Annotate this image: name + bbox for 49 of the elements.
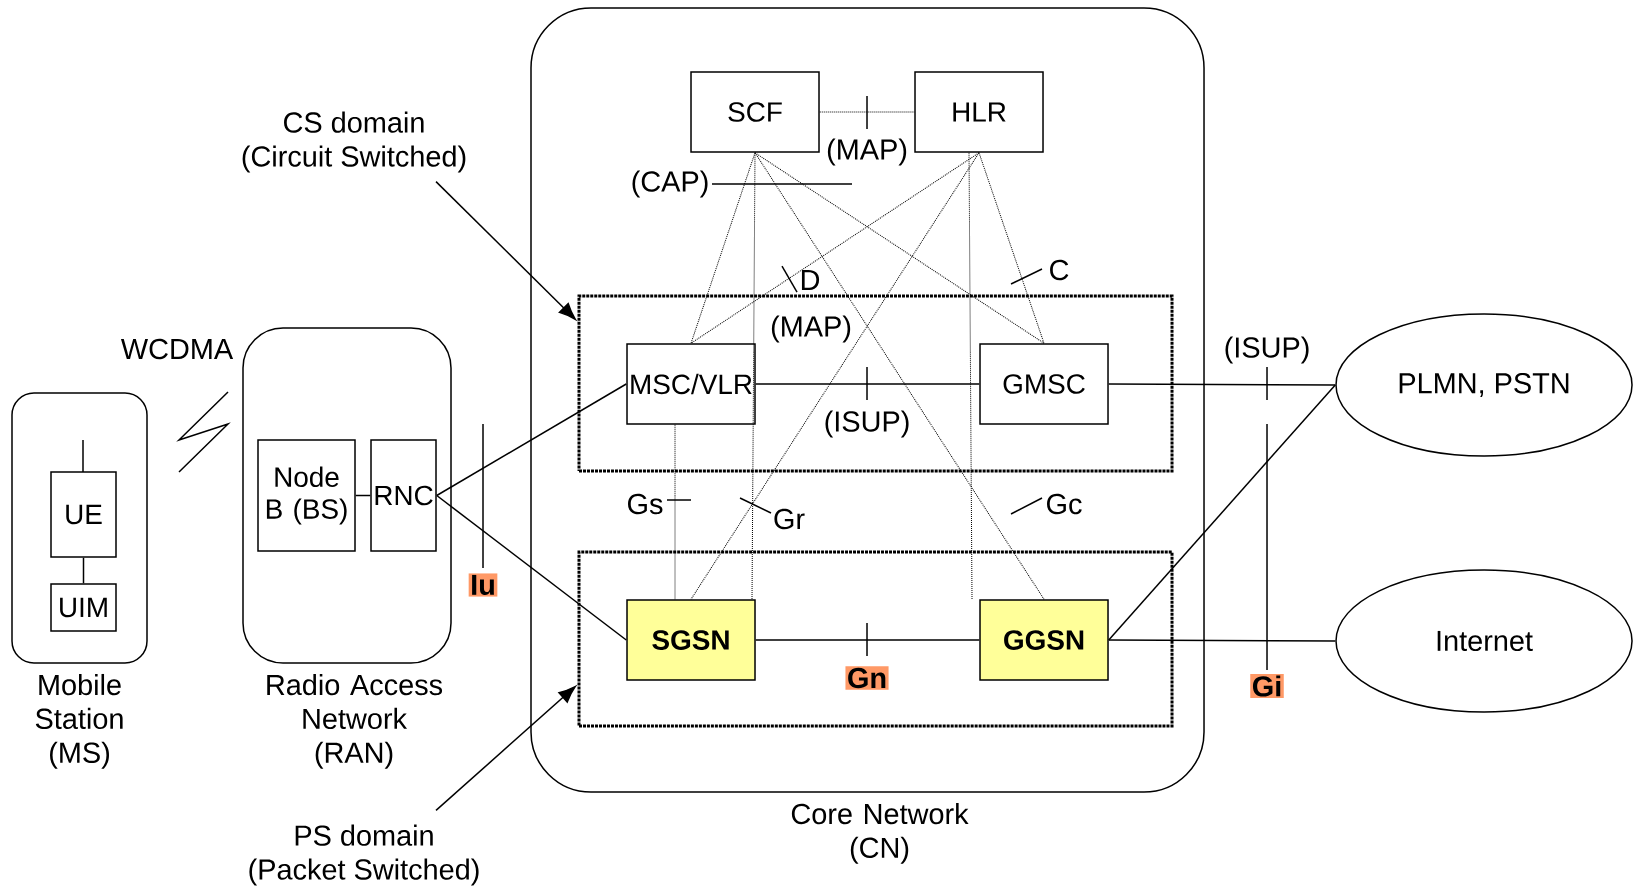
- equipment-box: UE: [50, 471, 117, 558]
- dotted-connector: [754, 152, 1045, 600]
- module-box: UIM: [50, 583, 117, 632]
- element-box: RNC: [370, 439, 437, 552]
- interface-label: Gi: [1250, 673, 1284, 699]
- label-text: Gs: [628, 493, 663, 515]
- element-box: MSC/VLR: [626, 343, 756, 425]
- label-text: (MAP): [771, 315, 851, 343]
- edge-label: Gn: [845, 666, 889, 690]
- label-text: C: [1050, 259, 1069, 281]
- label-text: D: [801, 270, 820, 290]
- element-box: GMSC: [979, 343, 1109, 425]
- connector: [436, 383, 627, 497]
- node-label: Mobile Station (MS): [35, 673, 123, 769]
- connector: [82, 557, 85, 584]
- label-text: WCDMA: [120, 338, 234, 360]
- interface-label: Iu: [468, 573, 498, 597]
- dotted-connector: [968, 152, 973, 600]
- label-text: Gr: [774, 508, 805, 530]
- connector: [1108, 384, 1336, 641]
- element-box: GGSN: [979, 599, 1109, 681]
- dotted-connector: [690, 152, 980, 600]
- element-box: SGSN: [626, 599, 756, 681]
- label-text: (CAP): [632, 170, 708, 198]
- edge-label: (ISUP): [1222, 335, 1312, 365]
- dotted-connector: [674, 424, 676, 600]
- arrow: [435, 685, 576, 812]
- edge-label: (MAP): [824, 137, 910, 167]
- connector: [755, 639, 980, 641]
- domain-box: [577, 550, 1174, 728]
- connector: [1108, 639, 1336, 642]
- node-label: Radio Access Network (RAN): [267, 673, 443, 769]
- element-box: Node B (BS): [257, 439, 356, 552]
- dotted-connector: [978, 152, 1045, 344]
- element-box: HLR: [914, 71, 1044, 153]
- dotted-connector: [819, 111, 915, 113]
- arrow: [435, 180, 577, 321]
- callout-text: CS domain (Circuit Switched): [242, 111, 466, 173]
- callout-text: PS domain (Packet Switched): [249, 824, 479, 886]
- dotted-connector: [751, 152, 756, 600]
- connector: [1108, 383, 1336, 386]
- node-label: Core Network (CN): [791, 802, 969, 864]
- domain-box: [577, 294, 1174, 473]
- connector: [755, 383, 980, 385]
- label-text: Gc: [1047, 493, 1082, 515]
- connector: [436, 494, 627, 641]
- connector: [355, 494, 371, 497]
- element-box: SCF: [690, 71, 820, 153]
- edge-label: (ISUP): [822, 409, 912, 439]
